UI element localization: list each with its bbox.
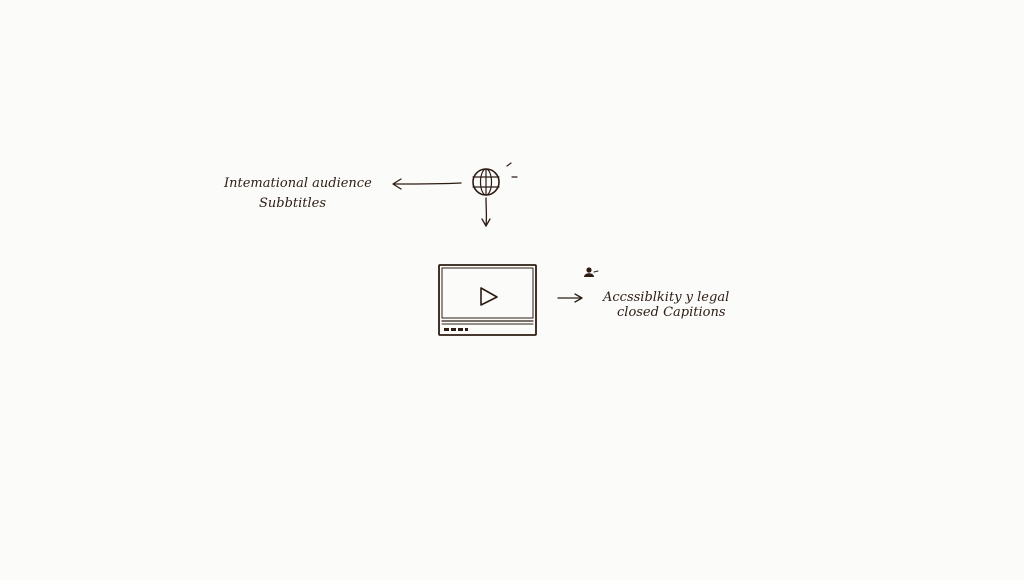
video-player-icon: [438, 264, 537, 336]
right-label-line1: Accssiblkity y legal: [602, 290, 729, 305]
right-label-line2: closed Capitions: [617, 305, 726, 320]
left-label-line2: Subbtitles: [259, 196, 326, 211]
play-icon: [480, 287, 498, 306]
arrow-globe-to-video: [481, 197, 491, 227]
person-icon: [584, 267, 599, 277]
globe-icon: [472, 162, 518, 196]
arrow-video-to-right: [557, 293, 583, 303]
left-label-line1: Intemational audience: [223, 176, 372, 191]
arrow-globe-to-left: [392, 178, 462, 190]
